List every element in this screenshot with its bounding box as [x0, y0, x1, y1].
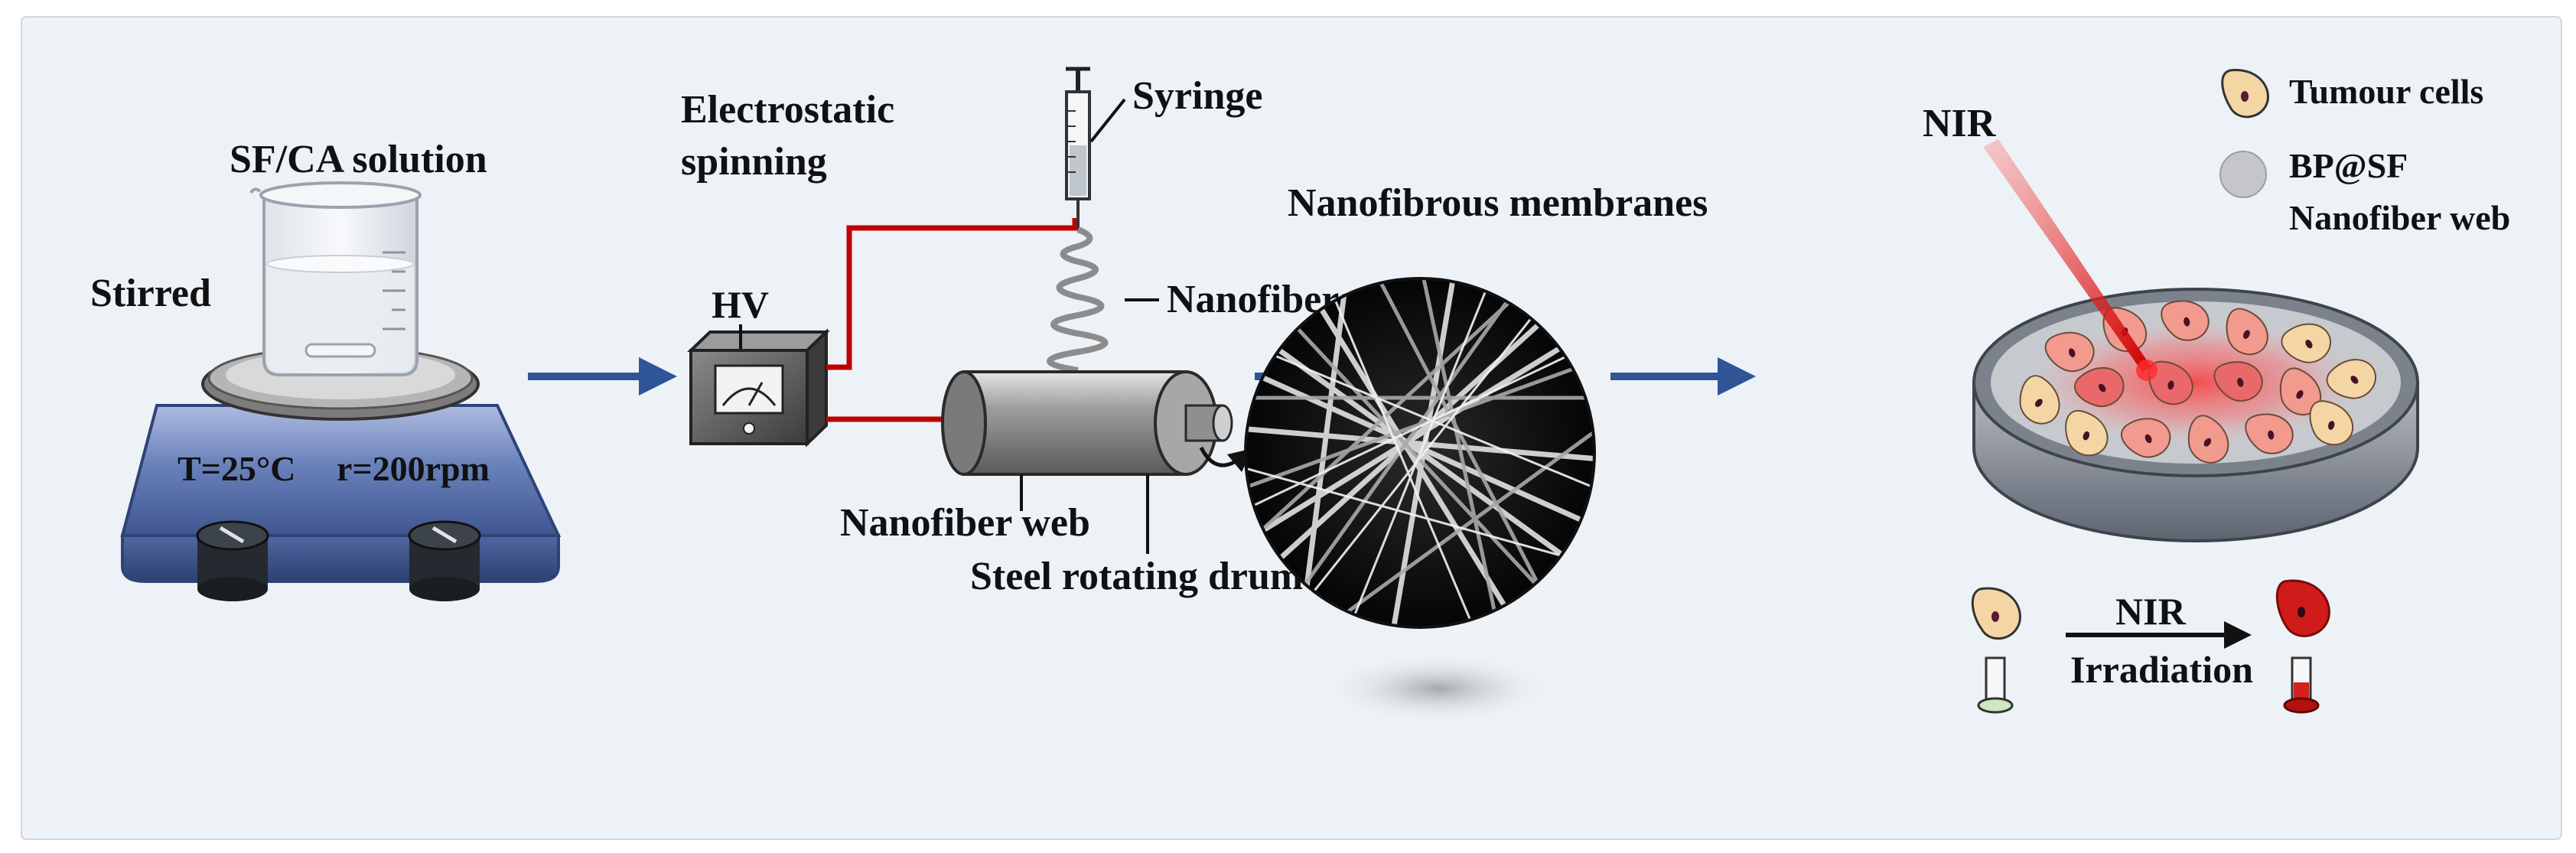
- temperature-label: T=25°C: [177, 449, 296, 488]
- steel-rotating-drum: [941, 370, 1252, 476]
- syringe-label: Syringe: [1132, 74, 1262, 118]
- nanofibrous-membranes-label: Nanofibrous membranes: [1288, 181, 1708, 225]
- nanofiber-web-label: Nanofiber web: [840, 501, 1090, 545]
- heated-tube-icon: [2283, 656, 2320, 714]
- beaker: [249, 181, 422, 376]
- legend-bp-sf-web: [2219, 151, 2267, 198]
- dish-tumour-cell: [2044, 331, 2095, 373]
- dish-tumour-cell: [2226, 308, 2268, 356]
- nanofiber-jet-spiral: [1047, 226, 1109, 373]
- steel-drum-label: Steel rotating drum: [970, 555, 1303, 598]
- dish-tumour-cell: [2187, 415, 2229, 464]
- dish-tumour-cell: [2281, 323, 2332, 363]
- stirred-label: Stirred: [90, 272, 211, 315]
- magnetic-stirrer: [120, 346, 562, 601]
- dish-cells: [2019, 300, 2376, 464]
- dish-tumour-cell: [2279, 367, 2322, 416]
- dish-tumour-cell: [2121, 418, 2171, 458]
- bp-sf-label: BP@SF: [2289, 146, 2408, 185]
- tumour-cells-label: Tumour cells: [2289, 72, 2483, 111]
- membrane-shadow: [1324, 653, 1553, 724]
- dish-tumour-cell: [2326, 359, 2376, 399]
- spinning-label: spinning: [681, 140, 827, 184]
- wire-to-syringe: [826, 218, 1078, 370]
- dish-tumour-cell: [2019, 375, 2060, 425]
- sf-ca-solution-label: SF/CA solution: [230, 138, 487, 181]
- nir-laser-beam: [1983, 139, 2151, 372]
- nir-label: NIR: [1923, 102, 1997, 145]
- dish-tumour-cell: [2073, 366, 2125, 408]
- nanofiber-web-legend-label: Nanofiber web: [2289, 198, 2510, 237]
- dead-cell-icon: [2275, 579, 2330, 637]
- healthy-cell-icon: [1971, 587, 2021, 640]
- left-knob: [196, 520, 269, 601]
- hv-label: HV: [712, 283, 769, 326]
- dish-tumour-cell: [2245, 413, 2294, 454]
- dish-tumour-cell: [2065, 410, 2109, 457]
- dish-tumour-cell: [2161, 300, 2210, 341]
- right-knob: [408, 520, 481, 601]
- healthy-tube-icon: [1977, 656, 2014, 714]
- electrostatic-label: Electrostatic: [681, 88, 894, 132]
- nanofibrous-membrane-micrograph: [1244, 277, 1596, 629]
- high-voltage-supply: [687, 328, 830, 448]
- irradiation-label: Irradiation: [2070, 648, 2253, 691]
- dish-tumour-cell: [2213, 361, 2263, 402]
- legend-tumour-cell: [2221, 69, 2269, 119]
- dish-tumour-cell: [2309, 400, 2354, 446]
- syringe: [1065, 67, 1091, 230]
- rpm-label: r=200rpm: [337, 449, 490, 488]
- nir-small-label: NIR: [2115, 590, 2187, 633]
